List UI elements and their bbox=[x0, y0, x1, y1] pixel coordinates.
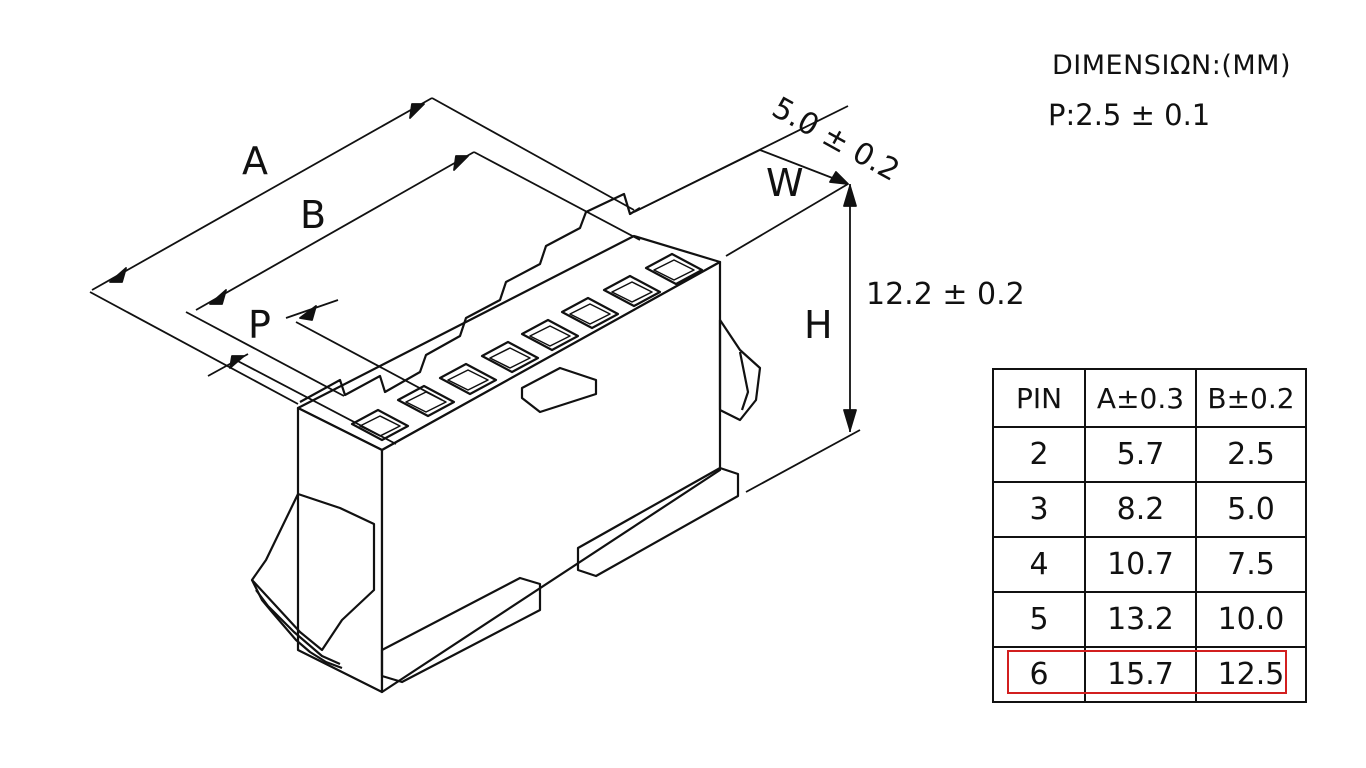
table-cell: 4 bbox=[992, 536, 1086, 593]
table-cell: 3 bbox=[992, 481, 1086, 538]
connector-housing bbox=[250, 192, 762, 694]
table-row: 2 5.7 2.5 bbox=[992, 426, 1307, 483]
table-cell: 5.7 bbox=[1084, 426, 1197, 483]
table-cell: 5.0 bbox=[1195, 481, 1307, 538]
label-h: H bbox=[804, 303, 833, 347]
table-cell: 7.5 bbox=[1195, 536, 1307, 593]
table-cell: 10.0 bbox=[1195, 591, 1307, 648]
height-dimension: 12.2 ± 0.2 bbox=[866, 277, 1025, 312]
pitch-spec: P:2.5 ± 0.1 bbox=[1048, 98, 1211, 132]
column-header: PIN bbox=[992, 368, 1086, 428]
label-a: A bbox=[242, 139, 268, 183]
table-header-row: PIN A±0.3 B±0.2 bbox=[992, 368, 1307, 428]
table-cell: 8.2 bbox=[1084, 481, 1197, 538]
label-b: B bbox=[300, 193, 326, 237]
dimension-unit: DIMENSIΩN:(MM) bbox=[1052, 50, 1291, 81]
table-cell: 13.2 bbox=[1084, 591, 1197, 648]
table-cell: 10.7 bbox=[1084, 536, 1197, 593]
column-header: B±0.2 bbox=[1195, 368, 1307, 428]
label-p: P bbox=[248, 303, 271, 347]
table-row: 3 8.2 5.0 bbox=[992, 481, 1307, 538]
highlight-box bbox=[1007, 650, 1287, 694]
label-w: W bbox=[766, 161, 804, 205]
table-row: 4 10.7 7.5 bbox=[992, 536, 1307, 593]
table-cell: 5 bbox=[992, 591, 1086, 648]
dimension-lines bbox=[89, 97, 861, 493]
column-header: A±0.3 bbox=[1084, 368, 1197, 428]
table-cell: 2 bbox=[992, 426, 1086, 483]
table-cell: 2.5 bbox=[1195, 426, 1307, 483]
table-row: 5 13.2 10.0 bbox=[992, 591, 1307, 648]
pin-dimension-table: PIN A±0.3 B±0.2 2 5.7 2.5 3 8.2 5.0 4 10… bbox=[992, 368, 1307, 703]
